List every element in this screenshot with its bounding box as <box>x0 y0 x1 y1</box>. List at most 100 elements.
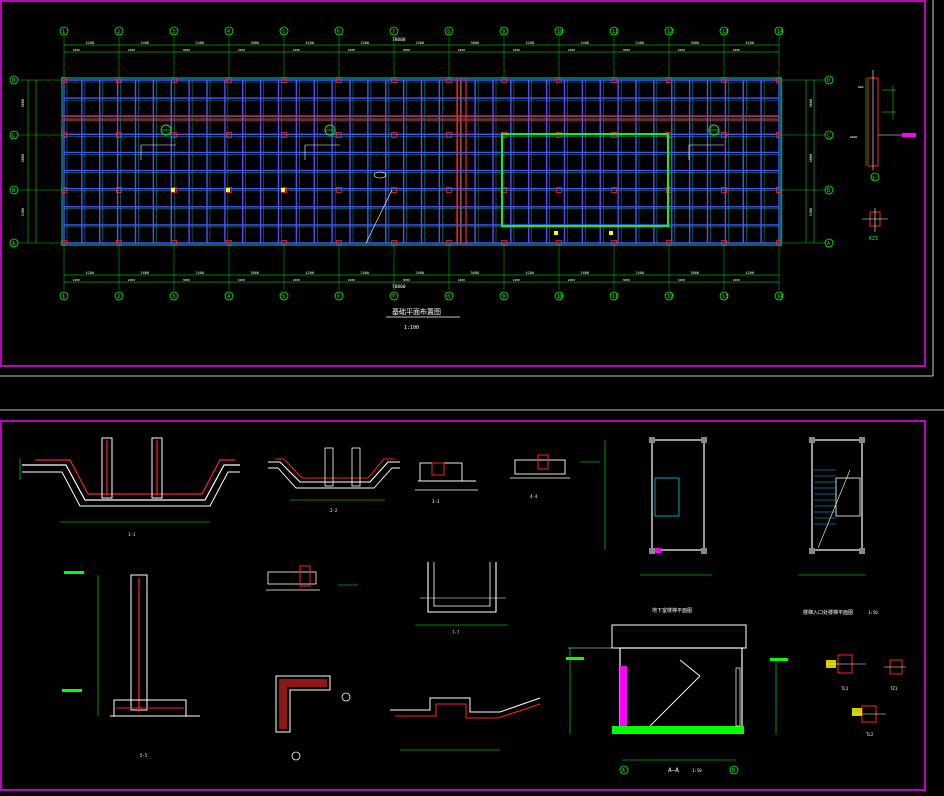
axis-label-bottom: 13 <box>722 294 728 300</box>
axis-label-bottom: 7 <box>392 294 395 300</box>
bay-dim-text: 4200 <box>526 271 534 275</box>
bay-dim-text: 2400 <box>636 271 644 275</box>
axis-bubble-bottom <box>499 291 509 301</box>
foundation-plan: 1122334455667788991010111112121313141442… <box>9 26 834 301</box>
column-detail-1: ① ▬▬▬ ▬▬▬▬ <box>850 70 916 182</box>
axis-label-top: 14 <box>777 29 783 35</box>
plan-title-block: 基础平面布置图 1:100 <box>386 307 460 331</box>
sub-dim-text: 2400 <box>293 48 300 52</box>
axis-a-bottom: A <box>622 768 625 774</box>
bay-dim-text: 3000 <box>691 41 699 45</box>
side-dim-text: 3000 <box>21 154 25 162</box>
section-detail-3: 3-3 <box>415 462 478 504</box>
bay-dim-text: 4200 <box>306 271 314 275</box>
section-7-label: 7-7 <box>452 630 460 635</box>
sub-dim-text: 2400 <box>348 48 355 52</box>
row-bubble-left <box>9 185 19 195</box>
bay-dim-text: 2400 <box>581 41 589 45</box>
column-marker <box>336 187 342 193</box>
yellow-marker <box>171 188 175 192</box>
axis-label-bottom: 4 <box>227 294 230 300</box>
section-detail-1: 1-1 <box>19 437 240 537</box>
bay-dim-text: 2400 <box>581 271 589 275</box>
row-bubble-left <box>9 75 19 85</box>
axis-bubble-bottom <box>169 291 179 301</box>
axis-bubble-bottom <box>279 291 289 301</box>
row-bubble-right <box>824 75 834 85</box>
sub-dim-text: 4200 <box>458 48 465 52</box>
column-marker <box>281 77 287 83</box>
column-marker <box>611 77 617 83</box>
axis-bubble-top <box>554 26 564 36</box>
section-2-label: 2-2 <box>330 508 338 513</box>
column-marker <box>116 77 122 83</box>
yellow-marker <box>226 188 230 192</box>
column-detail-kz1: KZ1 <box>862 208 888 242</box>
bay-dim-text: 4200 <box>86 271 94 275</box>
plan-boundary <box>61 77 782 246</box>
column-marker <box>666 77 672 83</box>
bay-dim-text: 3000 <box>251 41 259 45</box>
section-aa-scale: 1:50 <box>692 768 702 773</box>
yellow-marker <box>609 231 613 235</box>
callout-ellipse <box>373 171 387 179</box>
axis-label-bottom: 12 <box>667 294 673 300</box>
axis-bubble-bottom <box>719 291 729 301</box>
stair-plan-2-title: 楼梯入口处楼梯平面图 <box>803 609 853 616</box>
column-marker <box>171 77 177 83</box>
red-beams <box>62 78 779 245</box>
axis-bubble-bottom <box>609 291 619 301</box>
column-marker <box>666 240 672 246</box>
sub-dim-text: 3000 <box>403 48 410 52</box>
row-label-right: A <box>827 241 830 247</box>
axis-label-bottom: 1 <box>62 294 65 300</box>
tl-tz-details: TL1 TZ1 TL2 <box>826 654 906 737</box>
overall-dim-bottom: 78000 <box>392 284 406 290</box>
stair-plan-2-scale: 1:50 <box>868 610 878 615</box>
sub-dim-text: 4200 <box>238 278 245 282</box>
pit-outline <box>501 133 669 227</box>
side-dim-text: 3000 <box>809 154 813 162</box>
sub-dim-text: 4200 <box>678 48 685 52</box>
leader-line <box>140 144 176 160</box>
column-marker <box>721 240 727 246</box>
column-marker <box>611 240 617 246</box>
bay-dim-text: 2400 <box>141 271 149 275</box>
axis-label-bottom: 8 <box>447 294 450 300</box>
section-1-label: 1-1 <box>128 532 136 537</box>
sub-dim-text: 3000 <box>403 278 410 282</box>
axis-bubble-top <box>664 26 674 36</box>
axis-label-bottom: 3 <box>172 294 175 300</box>
row-bubble-left <box>9 238 19 248</box>
column-marker <box>501 240 507 246</box>
column-marker <box>556 240 562 246</box>
bay-dim-text: 4200 <box>746 41 754 45</box>
column-marker <box>281 240 287 246</box>
plan-title: 基础平面布置图 <box>392 307 441 316</box>
axis-bubble-bottom <box>774 291 784 301</box>
bay-dim-text: 4200 <box>86 41 94 45</box>
section-detail-2: 2-2 <box>268 447 400 513</box>
leader-line <box>688 144 724 160</box>
section-3-label: 3-3 <box>432 499 440 504</box>
column-marker <box>556 187 562 193</box>
sub-dim-text: 2400 <box>513 278 520 282</box>
sub-dim-text: 4200 <box>238 48 245 52</box>
axis-bubble-bottom <box>59 291 69 301</box>
detail-1-label: ① <box>871 176 876 182</box>
column-marker <box>446 77 452 83</box>
bay-dim-text: 2400 <box>196 271 204 275</box>
bay-dim-text: 3000 <box>471 271 479 275</box>
axis-bubble-top <box>499 26 509 36</box>
bay-dim-text: 2400 <box>416 41 424 45</box>
side-dim-text: 3300 <box>809 208 813 216</box>
axis-bubble-bottom <box>334 291 344 301</box>
row-label-left: A <box>12 241 15 247</box>
section-detail-4: 4-4 <box>510 454 600 499</box>
axis-b-bottom: B <box>732 768 735 774</box>
sub-dim-text: 2400 <box>293 278 300 282</box>
sheet1-frame <box>0 0 934 377</box>
detail-tl2-label: TL2 <box>866 732 874 737</box>
